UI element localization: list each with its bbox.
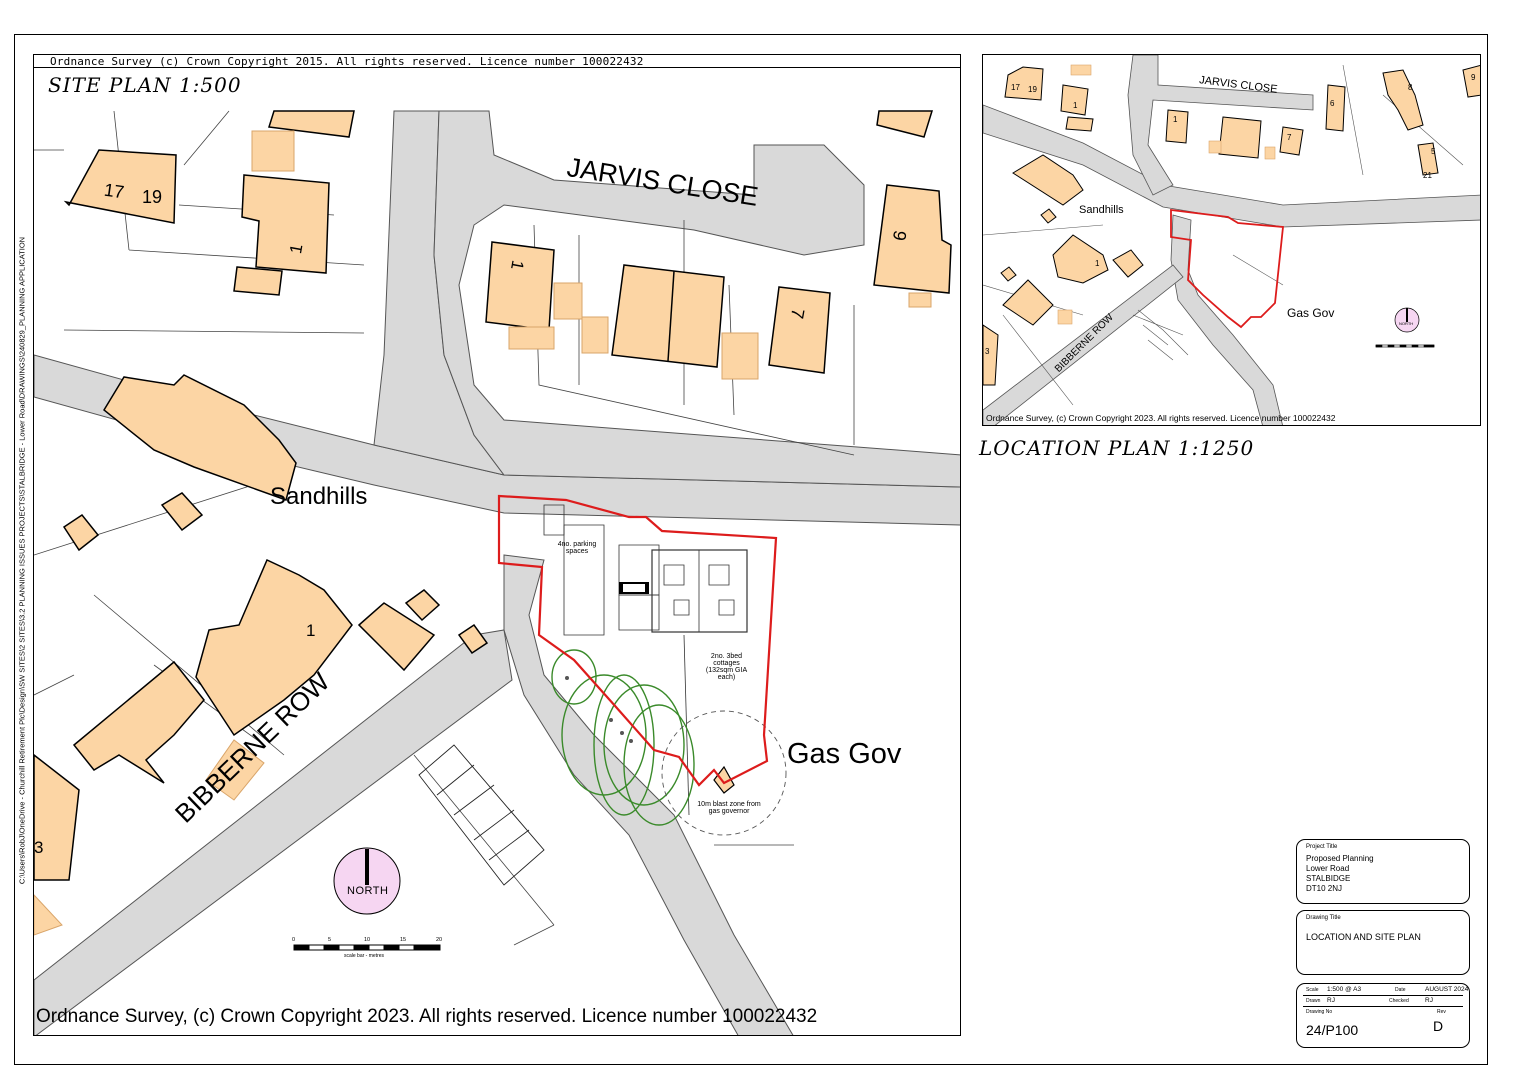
scale-tick-15: 15 [400,937,407,943]
scale-tick-5: 5 [328,937,332,943]
north-arrow [333,847,401,915]
house-number-1-sw: 1 [306,621,316,640]
site-boundary-red [497,494,778,787]
site-buildings [34,110,952,881]
house-number-3: 3 [34,838,44,857]
rev-caption: Rev [1437,1009,1446,1015]
loc-house-1-c: 1 [1095,259,1100,268]
loc-north-label: NORTH [1399,321,1414,326]
gas-governor-building [713,765,735,794]
scale-caption: scale bar - metres [344,953,385,959]
note-parking: 4no. parking spaces [557,541,597,555]
drawing-title: LOCATION AND SITE PLAN [1306,932,1421,942]
checked-caption: Checked [1389,998,1409,1004]
loc-house-21: 21 [1423,171,1432,180]
site-plan-map [34,110,960,1035]
location-plan-title: LOCATION PLAN 1:1250 [979,436,1255,460]
rev-value: D [1433,1018,1444,1034]
loc-scale-bar [1375,344,1435,348]
project-line-2: Lower Road [1306,864,1350,873]
location-plan-map [983,55,1480,425]
label-gas-gov: Gas Gov [787,738,902,770]
loc-buildings [983,65,1480,386]
project-line-1: Proposed Planning [1306,854,1374,863]
building-1-jarvis [485,241,555,331]
loc-house-1-b: 1 [1173,115,1178,124]
tree-canopies [551,649,695,826]
location-plan-panel: JARVIS CLOSE BIBBERNE ROW Sandhills Gas … [982,54,1481,426]
loc-house-8: 8 [1408,83,1413,92]
building-7-jarvis [768,286,831,374]
loc-label-gas-gov: Gas Gov [1287,306,1335,320]
site-plan-title: SITE PLAN 1:500 [48,73,242,97]
scale-tick-0: 0 [292,937,296,943]
drawing-sheet-border [14,34,1488,1065]
title-block-project: Project Title Proposed Planning Lower Ro… [1296,839,1470,904]
note-cottages: 2no. 3bed cottages (132sqm GIA each) [705,653,748,681]
loc-house-6: 6 [1330,99,1335,108]
title-block-drawing: Drawing Title LOCATION AND SITE PLAN [1296,910,1470,975]
drawing-title-caption: Drawing Title [1306,915,1341,921]
date-caption: Date [1395,987,1406,993]
parking-bays-south [418,744,545,886]
building-pair-jarvis [611,264,725,368]
site-copyright-bottom: Ordnance Survey, (c) Crown Copyright 202… [36,1006,818,1027]
project-line-4: DT10 2NJ [1306,884,1343,893]
date-value: AUGUST 2024 [1425,986,1469,993]
top-copyright-rule [34,67,960,68]
drawing-no-value: 24/P100 [1306,1022,1359,1038]
title-block-meta: Scale 1:500 @ A3 Date AUGUST 2024 Drawn … [1296,983,1470,1048]
site-plan-panel: Ordnance Survey (c) Crown Copyright 2015… [33,54,961,1036]
scale-value: 1:500 @ A3 [1327,986,1362,993]
blast-zone-circle [661,710,787,836]
loc-north-arrow [1394,307,1420,333]
scale-tick-10: 10 [364,937,371,943]
loc-site-boundary-red [1170,208,1284,329]
building-1-nw [241,174,330,274]
loc-house-7: 7 [1287,133,1292,142]
loc-house-1-a: 1 [1073,101,1078,110]
loc-house-19: 19 [1028,85,1037,94]
north-label: NORTH [347,885,389,897]
loc-house-5: 5 [1431,147,1436,156]
drawing-no-caption: Drawing No [1306,1009,1333,1015]
loc-outbuildings [1057,64,1276,325]
loc-copyright: Ordnance Survey, (c) Crown Copyright 202… [986,413,1336,423]
building-shed-1 [160,492,204,532]
drawn-value: RJ [1327,997,1335,1004]
loc-house-9: 9 [1471,73,1476,82]
site-roads [34,110,960,1035]
house-number-17: 17 [102,179,126,203]
label-sandhills: Sandhills [270,483,368,510]
loc-house-3: 3 [985,347,990,356]
site-outbuildings [34,130,932,936]
building-3 [34,754,80,881]
building-south-west-2 [404,589,441,622]
building-9-jarvis [873,184,952,294]
building-south-west-3 [457,623,489,655]
loc-label-sandhills: Sandhills [1079,204,1124,216]
building-top-jarvis [876,110,934,138]
scale-caption-tb: Scale [1306,987,1319,993]
building-top-nw [268,110,355,138]
building-west [72,660,205,784]
building-garage-nw [233,266,283,296]
building-sandhills [103,374,297,501]
scale-tick-20: 20 [436,937,443,943]
building-shed-2 [62,513,100,552]
site-copyright-top: Ordnance Survey (c) Crown Copyright 2015… [50,55,644,68]
scale-bar [293,944,441,951]
building-1-sw [195,558,353,737]
loc-house-17: 17 [1011,83,1020,92]
building-17-19 [63,149,177,224]
building-south-west-1 [357,602,436,672]
note-blast-zone: 10m blast zone from gas governor [697,801,761,815]
drawn-caption: Drawn [1306,998,1321,1004]
checked-value: RJ [1425,997,1433,1004]
project-line-3: STALBIDGE [1306,874,1351,883]
file-path-vertical: C:\Users\RobJ\OneDrive - Churchill Retir… [17,236,27,885]
site-layout [543,504,748,816]
house-number-19: 19 [142,187,163,207]
project-title-caption: Project Title [1306,844,1338,850]
